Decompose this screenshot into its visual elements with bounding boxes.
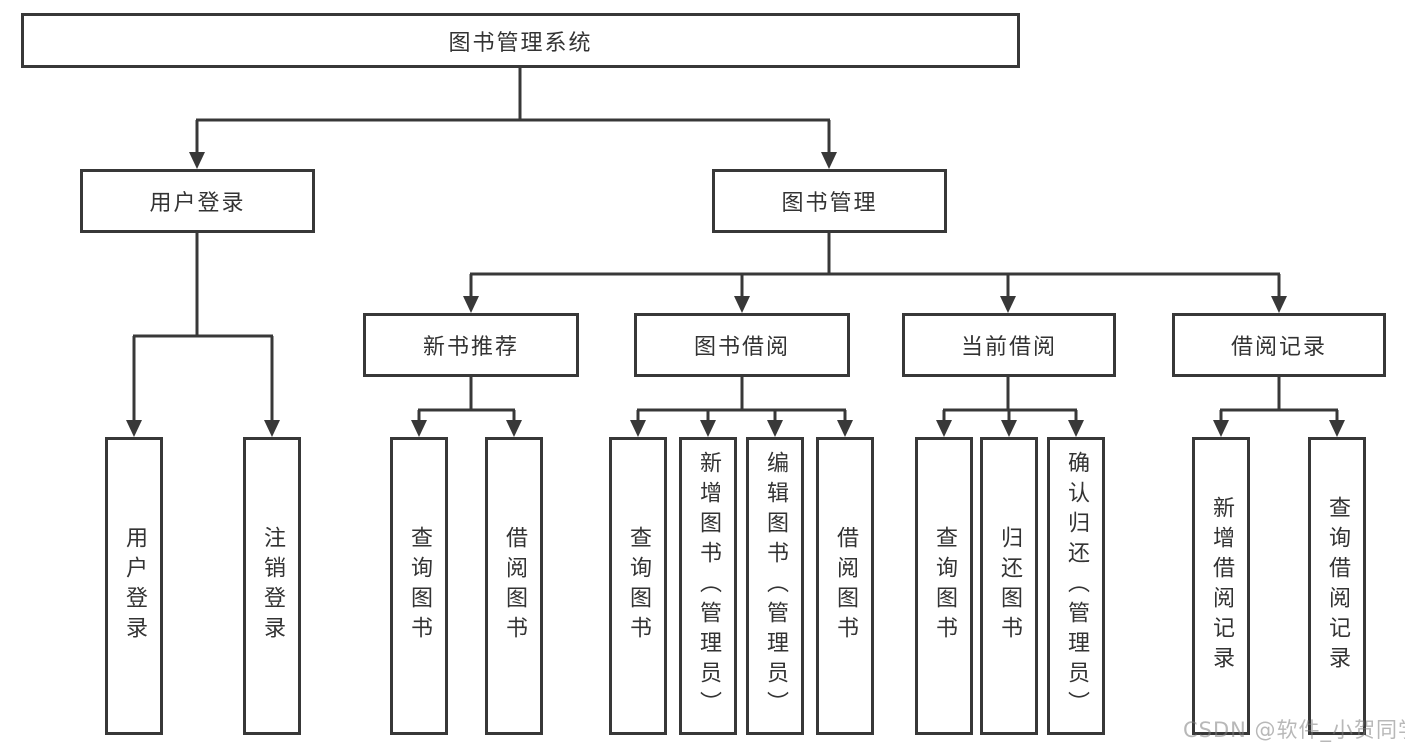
node-book-borrowing-label: 图书借阅 xyxy=(693,335,790,360)
leaf-return-book-label: 归还图书 xyxy=(997,526,1022,646)
arrow-down-icon xyxy=(700,420,716,437)
node-borrowing-records-label: 借阅记录 xyxy=(1230,335,1327,360)
leaf-query-books-recommend: 查询图书 xyxy=(390,437,448,735)
leaf-return-book: 归还图书 xyxy=(980,437,1038,735)
arrow-down-icon xyxy=(821,152,837,169)
node-book-borrowing: 图书借阅 xyxy=(634,313,850,377)
node-new-book-recommendation: 新书推荐 xyxy=(363,313,579,377)
leaf-edit-book-admin-label: 编辑图书（管理员） xyxy=(763,451,788,721)
arrow-down-icon xyxy=(936,420,952,437)
arrow-down-icon xyxy=(189,152,205,169)
leaf-borrow-books-borrow-label: 借阅图书 xyxy=(833,526,858,646)
arrow-down-icon xyxy=(734,296,750,313)
leaf-query-books-borrow: 查询图书 xyxy=(609,437,667,735)
leaf-borrow-books-recommend-label: 借阅图书 xyxy=(502,526,527,646)
leaf-user-login-label: 用户登录 xyxy=(122,526,147,646)
arrow-down-icon xyxy=(411,420,427,437)
leaf-add-borrow-record-label: 新增借阅记录 xyxy=(1209,496,1234,676)
leaf-confirm-return-admin-label: 确认归还（管理员） xyxy=(1064,451,1089,721)
arrow-down-icon xyxy=(1213,420,1229,437)
leaf-logout: 注销登录 xyxy=(243,437,301,735)
node-book-management: 图书管理 xyxy=(712,169,947,233)
arrow-down-icon xyxy=(630,420,646,437)
leaf-borrow-books-borrow: 借阅图书 xyxy=(816,437,874,735)
node-book-management-label: 图书管理 xyxy=(781,191,878,216)
arrow-down-icon xyxy=(264,420,280,437)
node-root-label: 图书管理系统 xyxy=(448,30,593,56)
arrow-down-icon xyxy=(463,296,479,313)
arrow-down-icon xyxy=(1329,420,1345,437)
leaf-confirm-return-admin: 确认归还（管理员） xyxy=(1047,437,1105,735)
arrow-down-icon xyxy=(837,420,853,437)
leaf-query-books-current: 查询图书 xyxy=(915,437,973,735)
leaf-add-book-admin-label: 新增图书（管理员） xyxy=(696,451,721,721)
leaf-query-borrow-record: 查询借阅记录 xyxy=(1308,437,1366,735)
leaf-query-books-current-label: 查询图书 xyxy=(932,526,957,646)
arrow-down-icon xyxy=(126,420,142,437)
leaf-query-books-recommend-label: 查询图书 xyxy=(407,526,432,646)
leaf-edit-book-admin: 编辑图书（管理员） xyxy=(746,437,804,735)
node-current-borrowing-label: 当前借阅 xyxy=(960,335,1057,360)
leaf-query-borrow-record-label: 查询借阅记录 xyxy=(1325,496,1350,676)
leaf-query-books-borrow-label: 查询图书 xyxy=(626,526,651,646)
leaf-user-login: 用户登录 xyxy=(105,437,163,735)
leaf-add-borrow-record: 新增借阅记录 xyxy=(1192,437,1250,735)
arrow-down-icon xyxy=(1000,296,1016,313)
node-current-borrowing: 当前借阅 xyxy=(902,313,1116,377)
leaf-logout-label: 注销登录 xyxy=(260,526,285,646)
node-root: 图书管理系统 xyxy=(21,13,1020,68)
arrow-down-icon xyxy=(506,420,522,437)
csdn-watermark: CSDN @软件_小贺同学 xyxy=(1183,718,1405,742)
node-user-login-label: 用户登录 xyxy=(149,191,246,216)
leaf-borrow-books-recommend: 借阅图书 xyxy=(485,437,543,735)
node-borrowing-records: 借阅记录 xyxy=(1172,313,1386,377)
arrow-down-icon xyxy=(1068,420,1084,437)
leaf-add-book-admin: 新增图书（管理员） xyxy=(679,437,737,735)
arrow-down-icon xyxy=(767,420,783,437)
node-user-login: 用户登录 xyxy=(80,169,315,233)
arrow-down-icon xyxy=(1001,420,1017,437)
arrow-down-icon xyxy=(1271,296,1287,313)
node-new-book-recommendation-label: 新书推荐 xyxy=(422,335,519,360)
